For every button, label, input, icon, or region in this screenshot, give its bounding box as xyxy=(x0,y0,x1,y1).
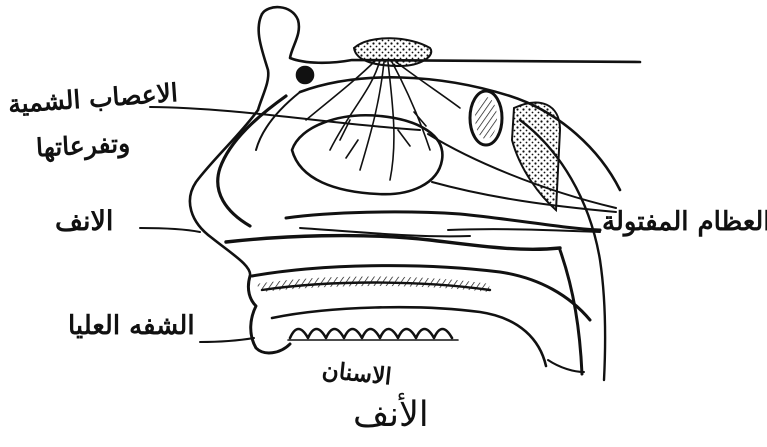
inferior-turbinate xyxy=(226,236,560,250)
upper-teeth xyxy=(290,329,452,338)
label-olfactory-branches: وتفرعاتها xyxy=(35,129,130,163)
middle-turbinate xyxy=(286,212,600,230)
oral-cavity-outline xyxy=(272,307,546,366)
pharynx-wall xyxy=(560,250,582,374)
outer-nose-outline xyxy=(190,110,258,276)
figure-caption: الأنف xyxy=(353,395,429,435)
frontal-sinus-dot xyxy=(297,67,313,83)
frontal-bone xyxy=(262,7,640,63)
label-nose: الانف xyxy=(55,206,113,237)
upper-turbinate-area xyxy=(292,115,442,194)
label-turbinates: العظام المفتولة xyxy=(602,207,767,237)
label-upper-lip: الشفه العليا xyxy=(68,311,195,341)
